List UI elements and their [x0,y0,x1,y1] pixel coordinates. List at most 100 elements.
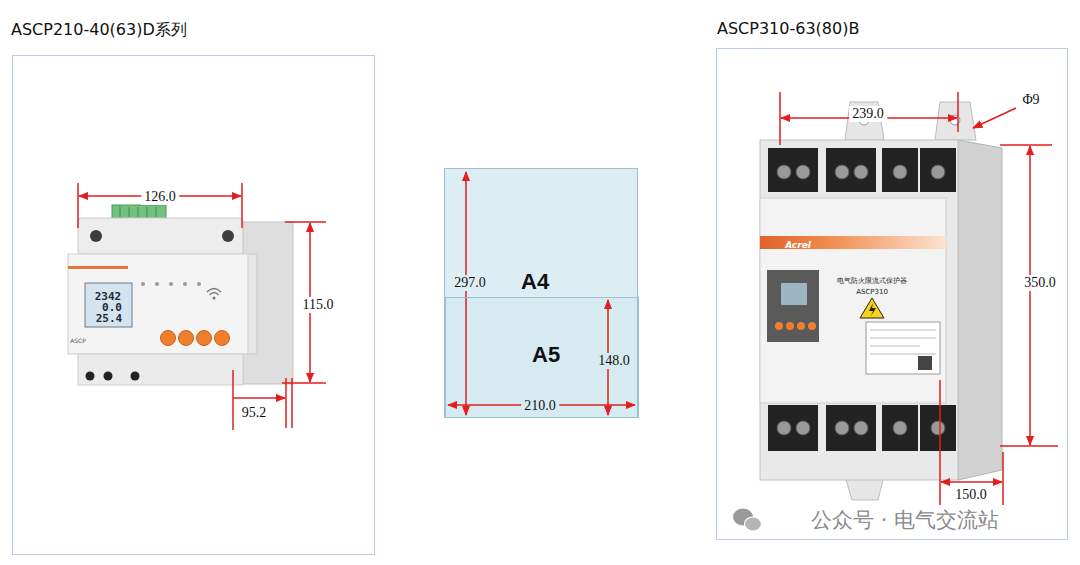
ascp310-device [920,405,956,451]
ascp210-device [68,266,128,269]
ascp210-device [243,222,293,384]
dimension-line [78,183,326,430]
ascp210-device [141,282,145,286]
panel-title: ASCP210-40(63)D系列 [11,20,187,41]
ascp210-device [161,331,176,346]
ascp210-device [90,230,102,242]
ascp310-device [854,421,868,435]
dimension-value: Φ9 [1022,92,1039,108]
ascp210-device [78,354,243,385]
ascp310-device [796,421,810,435]
dimension-line [232,370,234,430]
ascp310-device [777,421,791,435]
ascp310-device [808,322,816,330]
ascp310-device [777,165,791,179]
paper-fill [444,168,638,418]
ascp310-device [854,165,868,179]
dimension-line [448,172,635,415]
dimension-line [77,183,79,228]
ascp310-device [931,421,945,435]
ascp310-device [935,102,976,140]
ascp310-device [920,148,956,192]
ascp210-device [85,283,132,327]
ascp310-device [768,148,818,192]
dimension-line [465,172,467,415]
dimension-line [233,397,285,399]
ascp210-device [197,282,201,286]
ascp310-device [870,330,936,331]
ascp210-device [147,207,148,217]
dimension-value: 150.0 [952,487,990,503]
drawing-panel: ASCP310-63(80)B [716,48,1068,540]
ascp310-device [870,346,920,347]
ascp210-device [86,372,95,381]
dimension-line [780,92,1058,505]
ascp210-device [104,372,113,381]
display-reading: 2342 [95,291,122,302]
ascp210-device [131,372,140,381]
dimension-line [957,92,959,132]
panel-title: ASCP310-63(80)B [717,19,859,38]
paper-size-name: A4 [521,269,549,295]
dimension-value: 350.0 [1021,275,1059,291]
dimension-line [1000,144,1052,146]
dimension-line [1029,146,1031,445]
ascp310-device [869,303,876,316]
ascp210-device [112,205,166,219]
ascp310-device [882,405,918,451]
ascp310-device [866,322,940,374]
ascp310-device [958,140,1002,480]
device-model: ASCP310 [856,289,888,296]
dimension-line [973,108,1016,128]
ascp310-device [797,322,805,330]
model-mark: ASCP [70,338,86,344]
ascp210-device [222,230,234,242]
ascp310-device [767,270,819,342]
dimension-value: 148.0 [595,353,633,369]
dimension-line [779,92,781,145]
dimension-line [1000,445,1058,447]
ascp310-device [826,405,876,451]
dimension-line [941,481,1002,483]
ascp310-device [760,198,946,403]
dimension-line [285,378,287,428]
wechat-icon [745,517,762,531]
ascp310-device [882,148,918,192]
ascp210-device [155,282,159,286]
ascp310-device [931,165,945,179]
ascp210-device [68,205,293,385]
ascp210-device [210,293,219,296]
ascp310-device [796,165,810,179]
ascp310-device [870,354,936,355]
paper-size-box: A4A5 [444,168,638,418]
dimension-value: 126.0 [141,189,179,205]
ascp210-device [207,289,221,293]
ascp210-device [197,331,212,346]
ascp310-device [786,322,794,330]
ascp310-device [826,148,876,192]
ascp310-device [760,140,958,480]
wechat-icon [733,509,762,532]
paper-size-name: A5 [532,342,560,368]
dimension-value: 210.0 [521,398,559,414]
ascp210-device [120,207,121,217]
paper-fill [444,168,638,418]
ascp310-device [860,298,884,318]
ascp310-device [835,421,849,435]
dimension-line [1002,452,1004,505]
ascp210-device [78,218,243,254]
ascp210-device [68,254,248,354]
ascp210-device [179,331,194,346]
watermark: 公众号 · 电气交流站 [811,506,999,534]
ascp310-device [781,283,807,305]
ascp210-device [169,282,173,286]
ascp310-device [893,165,907,179]
dimension-line [241,183,243,228]
brand-logo: Acrel [785,241,811,250]
ascp310-device [918,356,932,370]
ascp210-device [156,207,157,217]
dimension-line [282,382,326,384]
ascp210-device [213,297,216,300]
dimension-value: 239.0 [849,106,887,122]
ascp310-device [835,165,849,179]
